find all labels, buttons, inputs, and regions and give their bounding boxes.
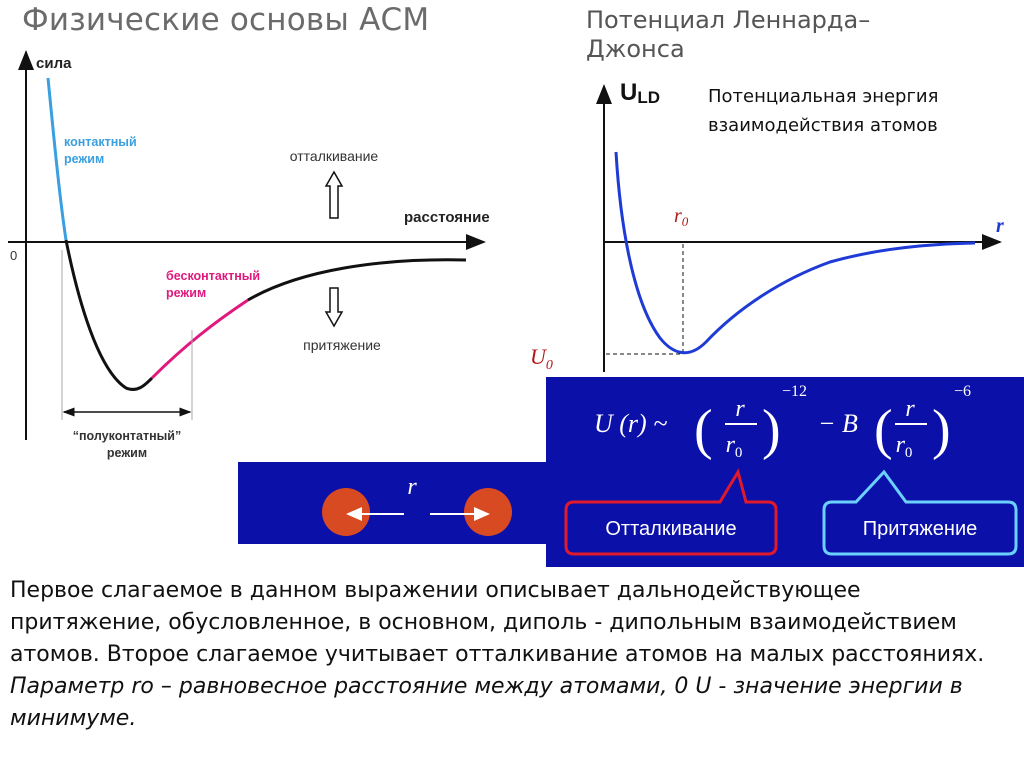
force-curve-tail — [247, 258, 467, 302]
lj-formula: U (r) ~ ( r r0 ) −12 − B ( r r0 ) −6 — [594, 383, 971, 461]
force-curve-contact — [46, 77, 68, 241]
noncontact-regime-label-2: режим — [166, 286, 206, 300]
formula-exponent-1: −12 — [782, 383, 807, 400]
formula-numerator-2: r — [905, 396, 915, 422]
formula-paren-close-2: ) — [932, 399, 951, 461]
noncontact-regime-label-1: бесконтактный — [166, 269, 260, 283]
repulsion-arrow-icon — [324, 170, 344, 219]
title-lennard-jones: Потенциал Леннарда– Джонса — [586, 6, 870, 64]
title-afm-physics: Физические основы АСМ — [22, 2, 430, 38]
lj-caption-line1: Потенциальная энергия — [708, 86, 939, 107]
diagram-canvas: сила 0 расстояние контактный режим беско… — [8, 50, 1024, 567]
attraction-callout — [822, 469, 1018, 556]
lj-y-axis-label: ULD — [620, 79, 660, 107]
atom-distance-label: r — [407, 474, 417, 500]
formula-numerator-1: r — [735, 396, 745, 422]
attraction-arrow-icon — [324, 287, 344, 328]
lj-caption-line2: взаимодействия атомов — [708, 115, 938, 136]
lj-x-axis-label: r — [996, 215, 1004, 237]
formula-lhs: U (r) ~ — [594, 409, 667, 438]
repulsion-callout-label: Отталкивание — [605, 518, 736, 540]
formula-paren-open-2: ( — [874, 399, 893, 461]
lj-potential-curve — [614, 151, 976, 355]
attraction-label: притяжение — [303, 337, 381, 353]
formula-denominator-2: r0 — [896, 432, 913, 461]
distance-axis-label: расстояние — [404, 209, 490, 226]
formula-paren-open-1: ( — [694, 399, 713, 461]
formula-exponent-2: −6 — [954, 383, 971, 400]
u0-label: U0 — [530, 344, 553, 373]
semicontact-regime-label-2: режим — [107, 446, 147, 460]
repulsion-label: отталкивание — [290, 148, 379, 164]
lj-caption: Потенциальная энергия взаимодействия ато… — [708, 82, 938, 140]
title-lj-line1: Потенциал Леннарда– — [586, 6, 871, 34]
formula-panel — [546, 377, 1024, 567]
contact-regime-label-1: контактный — [64, 135, 137, 149]
explanation-paragraph: Первое слагаемое в данном выражении опис… — [10, 575, 1015, 735]
force-axis-label: сила — [36, 55, 72, 72]
title-lj-line2: Джонса — [586, 35, 685, 63]
attraction-callout-label: Притяжение — [863, 518, 978, 540]
formula-minus-b: − B — [818, 409, 858, 438]
paragraph-part1: Первое слагаемое в данном выражении опис… — [10, 578, 985, 667]
semicontact-regime-label-1: “полуконтатный” — [73, 429, 181, 443]
origin-label: 0 — [10, 248, 17, 263]
atom-left — [322, 488, 370, 536]
paragraph-part2: Параметр ro – равновесное расстояние меж… — [10, 674, 963, 731]
repulsion-callout — [564, 468, 778, 556]
atom-right — [464, 488, 512, 536]
contact-regime-label-2: режим — [64, 152, 104, 166]
force-curve-noncontact — [150, 298, 249, 380]
force-curve-semicontact — [64, 239, 154, 391]
r0-label: r0 — [674, 205, 689, 229]
formula-paren-close-1: ) — [762, 399, 781, 461]
formula-denominator-1: r0 — [726, 432, 743, 461]
